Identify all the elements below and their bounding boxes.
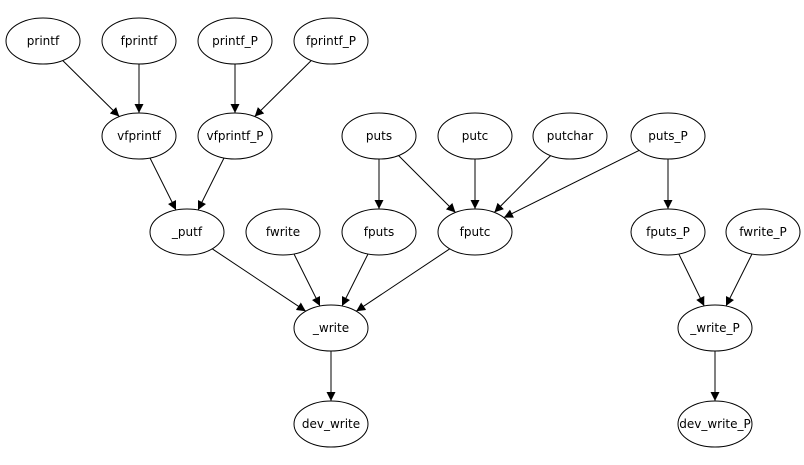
node-label-vfprintf_P: vfprintf_P — [207, 129, 264, 143]
node-shape-printf_P — [197, 17, 273, 65]
node-puts_P: puts_P — [630, 112, 706, 160]
node-label-fputs: fputs — [364, 225, 394, 239]
node-shape-fwrite_P — [725, 208, 801, 256]
node-label-vfprintf: vfprintf — [117, 129, 162, 143]
node-shape-puts_P — [630, 112, 706, 160]
node-puts: puts — [341, 112, 417, 160]
node-label-putchar: putchar — [547, 129, 593, 143]
edge-fputs-to-_write — [341, 253, 369, 307]
node-_putf: _putf — [149, 208, 225, 256]
node-putc: putc — [437, 112, 513, 160]
node-label-printf_P: printf_P — [212, 34, 258, 48]
edge-_putf-to-_write — [211, 248, 307, 312]
node-shape-_write — [293, 304, 369, 352]
node-fputc: fputc — [437, 208, 513, 256]
node-shape-vfprintf_P — [197, 112, 273, 160]
node-shape-puts — [341, 112, 417, 160]
edge-fputs_P-to-_write_P — [678, 253, 705, 307]
node-fwrite_P: fwrite_P — [725, 208, 801, 256]
node-dev_write_P: dev_write_P — [677, 400, 753, 448]
node-shape-fputc — [437, 208, 513, 256]
node-label-dev_write: dev_write — [302, 417, 360, 431]
edge-vfprintf-to-_putf — [149, 157, 177, 211]
node-label-fputs_P: fputs_P — [646, 225, 690, 239]
node-label-_putf: _putf — [171, 225, 203, 239]
node-label-dev_write_P: dev_write_P — [679, 417, 751, 431]
node-_write: _write — [293, 304, 369, 352]
node-shape-dev_write — [293, 400, 369, 448]
node-fputs_P: fputs_P — [630, 208, 706, 256]
edge-puts_P-to-fputc — [503, 149, 640, 219]
node-_write_P: _write_P — [677, 304, 753, 352]
node-label-printf: printf — [27, 34, 60, 48]
node-printf_P: printf_P — [197, 17, 273, 65]
node-label-fputc: fputc — [460, 225, 491, 239]
node-shape-printf — [5, 17, 81, 65]
edge-puts-to-fputc — [398, 155, 456, 213]
node-label-_write: _write — [312, 321, 349, 335]
node-vfprintf: vfprintf — [101, 112, 177, 160]
node-fwrite: fwrite — [245, 208, 321, 256]
node-dev_write: dev_write — [293, 400, 369, 448]
node-label-fwrite_P: fwrite_P — [739, 225, 786, 239]
node-label-puts: puts — [366, 129, 392, 143]
edge-fputc-to-_write — [355, 248, 451, 312]
node-shape-_write_P — [677, 304, 753, 352]
node-putchar: putchar — [532, 112, 608, 160]
node-label-putc: putc — [462, 129, 489, 143]
edge-fprintf_P-to-vfprintf_P — [254, 60, 312, 117]
node-shape-vfprintf — [101, 112, 177, 160]
node-fprintf: fprintf — [101, 17, 177, 65]
node-label-fprintf_P: fprintf_P — [306, 34, 356, 48]
node-shape-_putf — [149, 208, 225, 256]
edge-fwrite-to-_write — [293, 253, 321, 307]
node-shape-fprintf_P — [293, 17, 369, 65]
node-vfprintf_P: vfprintf_P — [197, 112, 273, 160]
node-shape-dev_write_P — [677, 400, 753, 448]
edge-putchar-to-fputc — [494, 155, 551, 213]
node-shape-fwrite — [245, 208, 321, 256]
node-label-fprintf: fprintf — [121, 34, 158, 48]
node-label-puts_P: puts_P — [648, 129, 687, 143]
edge-fwrite_P-to-_write_P — [725, 253, 753, 307]
node-printf: printf — [5, 17, 81, 65]
node-shape-putc — [437, 112, 513, 160]
node-fputs: fputs — [341, 208, 417, 256]
edge-vfprintf_P-to-_putf — [197, 157, 225, 211]
node-label-_write_P: _write_P — [689, 321, 739, 335]
edge-printf-to-vfprintf — [62, 60, 120, 117]
node-label-fwrite: fwrite — [266, 225, 300, 239]
node-shape-fprintf — [101, 17, 177, 65]
edges — [62, 60, 753, 401]
node-shape-putchar — [532, 112, 608, 160]
node-fprintf_P: fprintf_P — [293, 17, 369, 65]
node-shape-fputs_P — [630, 208, 706, 256]
node-shape-fputs — [341, 208, 417, 256]
nodes: printf fprintf printf_P fprintf_P vfprintf vf… — [5, 17, 801, 448]
